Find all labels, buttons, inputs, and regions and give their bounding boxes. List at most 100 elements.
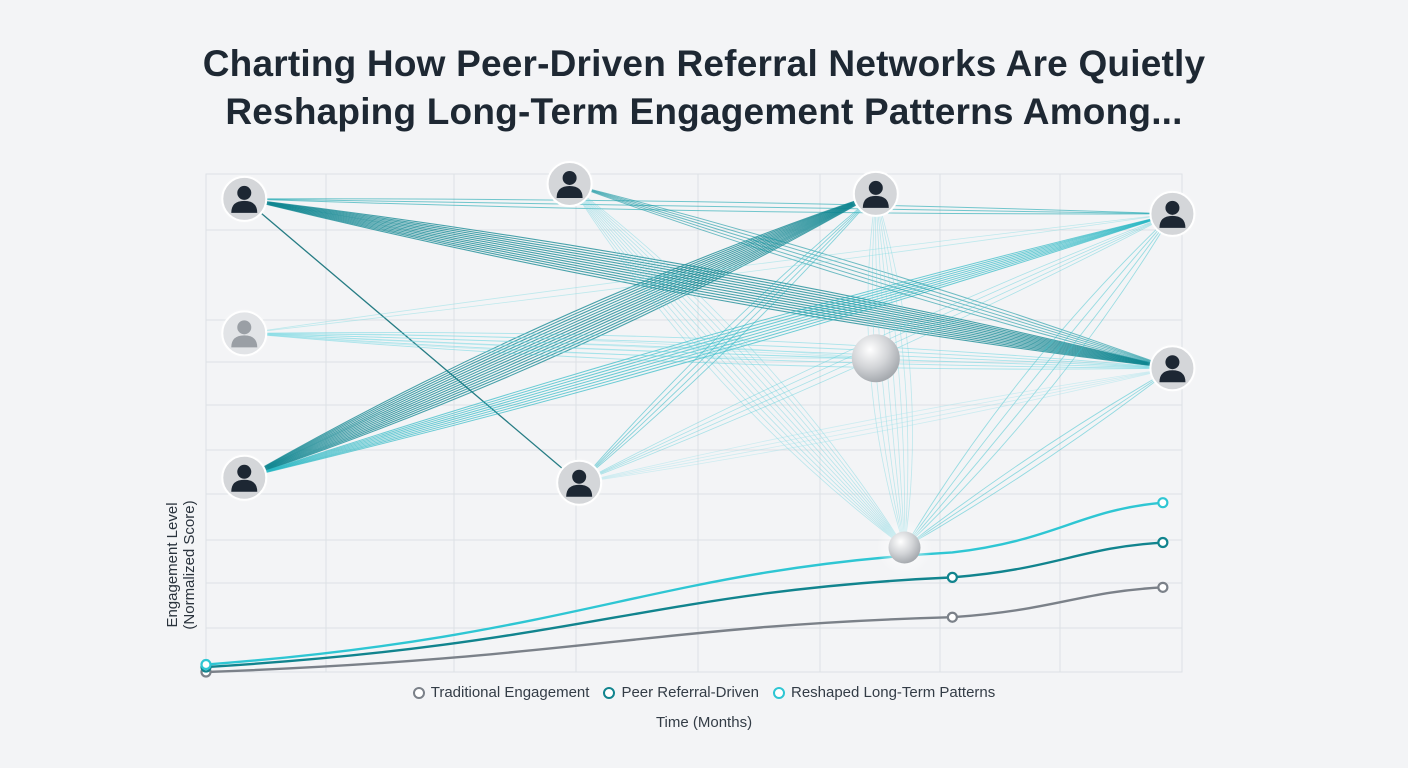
network-link: [244, 198, 1173, 369]
grid-lines: [205, 173, 1183, 673]
network-link: [569, 183, 1173, 369]
network-link: [244, 213, 1173, 479]
series-line-peer-referral-driven: [204, 541, 1165, 669]
series-lines: [204, 501, 1165, 674]
y-axis-label: Engagement Level (Normalized Score): [164, 500, 198, 629]
data-point-traditional-engagement: [946, 611, 958, 623]
sphere-body: [851, 334, 900, 383]
network-link: [579, 367, 1173, 484]
network-link: [578, 193, 877, 484]
network-link: [244, 332, 1173, 370]
network-link: [244, 198, 1173, 369]
person-head: [237, 185, 252, 200]
person-icon: [1146, 342, 1199, 395]
person-head: [237, 320, 252, 335]
network-link: [904, 213, 1173, 548]
network-link: [578, 193, 877, 484]
legend-label-reshaped: Reshaped Long-Term Patterns: [790, 684, 996, 701]
network-link: [244, 193, 877, 479]
network-link: [569, 183, 1173, 369]
network-link: [578, 193, 877, 484]
person-body: [231, 335, 258, 348]
network-link: [579, 367, 1173, 484]
network-link: [244, 193, 877, 479]
network-link: [244, 198, 1173, 369]
data-point-peer-referral-driven: [1157, 536, 1169, 549]
network-link: [244, 198, 1173, 369]
legend-item-peer-referral: Peer Referral-Driven: [603, 684, 759, 701]
person-body: [231, 479, 258, 492]
person-head: [1165, 355, 1180, 370]
network-link: [244, 332, 876, 359]
network-link: [244, 332, 1173, 369]
person-head: [1165, 200, 1180, 215]
chart-title-line-2: Reshaping Long-Term Engagement Patterns …: [225, 91, 1183, 132]
network-link: [244, 193, 876, 479]
network-link: [244, 213, 1173, 479]
network-link: [244, 198, 1173, 369]
legend-label-peer-referral: Peer Referral-Driven: [621, 684, 759, 701]
referral-network: [243, 183, 1173, 548]
network-link: [244, 198, 1173, 369]
network-link: [244, 198, 1173, 215]
network-link: [569, 183, 905, 548]
network-link: [244, 213, 1173, 334]
person-body: [231, 200, 258, 213]
legend-label-traditional: Traditional Engagement: [430, 684, 590, 701]
series-line-reshaped-long-term-patterns: [204, 501, 1165, 666]
person-icon: [553, 456, 606, 509]
person-icon: [218, 451, 271, 504]
series-line-traditional-engagement: [204, 586, 1165, 674]
network-link: [244, 213, 1173, 334]
network-nodes: [218, 157, 1199, 576]
network-link: [569, 183, 905, 548]
x-axis-label: Time (Months): [655, 714, 753, 731]
network-link: [579, 367, 1173, 484]
plot-frame: [205, 173, 1183, 673]
sphere-node: [847, 330, 904, 387]
network-link: [904, 213, 1173, 548]
network-link: [569, 183, 905, 548]
network-link: [244, 332, 876, 359]
network-link: [244, 213, 1173, 479]
network-link: [244, 193, 877, 479]
network-link: [904, 367, 1173, 548]
network-link: [904, 213, 1173, 548]
person-body: [1159, 370, 1186, 383]
network-link: [244, 193, 877, 479]
legend-swatch-reshaped: [772, 686, 785, 699]
network-link: [569, 183, 905, 548]
network-link: [569, 183, 905, 548]
person-body: [566, 484, 593, 497]
network-link: [244, 193, 877, 479]
network-link: [244, 198, 1173, 369]
network-link: [244, 332, 1173, 369]
person-icon: [543, 157, 596, 210]
network-link: [244, 332, 876, 359]
person-icon: [1146, 187, 1199, 240]
legend-swatch-traditional: [412, 686, 425, 699]
network-link: [569, 183, 1173, 369]
network-link: [244, 331, 1173, 369]
y-axis-label-line-1: Engagement Level: [164, 502, 181, 628]
person-body: [556, 185, 583, 198]
network-link: [244, 213, 1173, 479]
network-link: [244, 193, 877, 479]
network-link: [244, 213, 1173, 479]
network-link: [244, 198, 1173, 369]
y-axis-label-line-2: (Normalized Score): [181, 500, 198, 630]
legend-swatch-peer-referral: [603, 686, 616, 699]
series-markers: [200, 497, 1169, 678]
data-point-peer-referral-driven: [946, 571, 958, 583]
network-link: [904, 213, 1173, 548]
network-link: [569, 183, 905, 548]
network-link: [244, 332, 876, 359]
person-head: [868, 180, 883, 195]
network-link: [875, 193, 913, 548]
data-point-reshaped-long-term-patterns: [200, 658, 212, 671]
network-link: [904, 367, 1173, 548]
network-link: [904, 367, 1173, 548]
person-icon: [218, 172, 271, 225]
network-link: [569, 183, 905, 548]
